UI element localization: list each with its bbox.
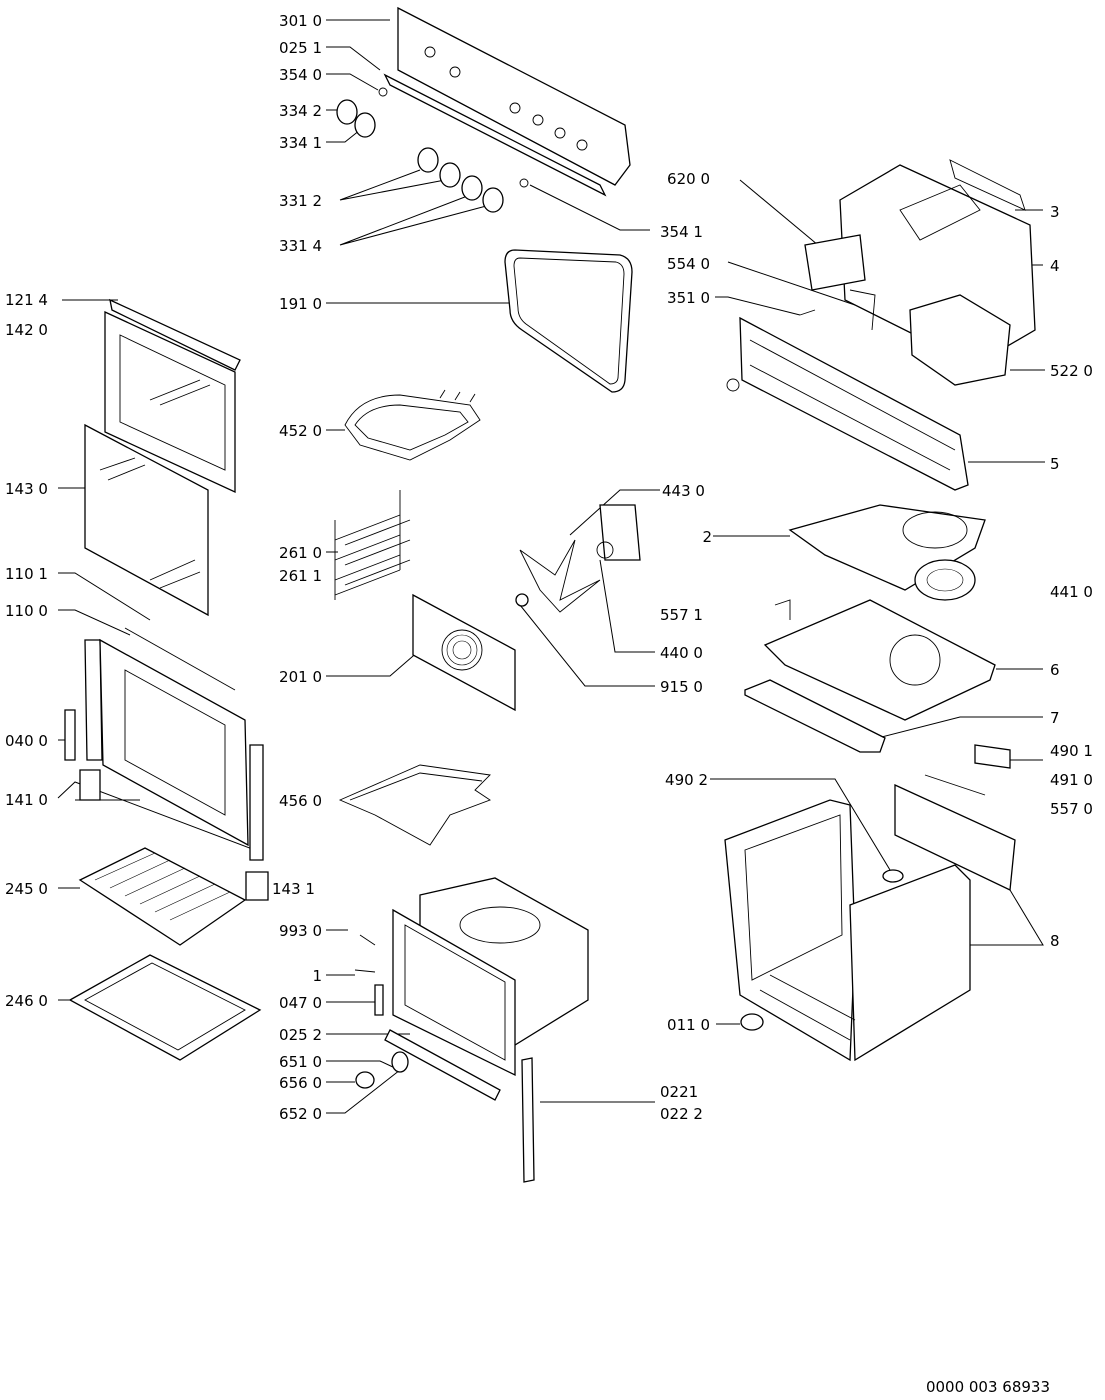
label-4520: 452 0 (279, 422, 322, 440)
label-1214: 121 4 (5, 291, 48, 309)
label-3: 3 (1050, 203, 1060, 221)
label-4902: 490 2 (665, 771, 708, 789)
label-2611: 261 1 (279, 567, 322, 585)
door-seal (504, 249, 633, 393)
outer-casing (724, 744, 1016, 1062)
inner-door (64, 627, 269, 901)
label-4410: 441 0 (1050, 583, 1093, 601)
label-1431: 143 1 (272, 880, 315, 898)
label-1910: 191 0 (279, 295, 322, 313)
label-1410: 141 0 (5, 791, 48, 809)
outer-door (84, 298, 241, 617)
label-1101: 110 1 (5, 565, 48, 583)
label-3341: 334 1 (279, 134, 322, 152)
label-0221: 0221 (660, 1083, 698, 1101)
side-rail (521, 1057, 535, 1183)
label-3312: 331 2 (279, 192, 322, 210)
label-9930: 993 0 (279, 922, 322, 940)
label-7: 7 (1050, 709, 1060, 727)
label-3540: 354 0 (279, 66, 322, 84)
label-4901: 490 1 (1050, 742, 1093, 760)
label-2610: 261 0 (279, 544, 322, 562)
label-9150: 915 0 (660, 678, 703, 696)
label-3342: 334 2 (279, 102, 322, 120)
label-6560: 656 0 (279, 1074, 322, 1092)
label-5: 5 (1050, 455, 1060, 473)
label-5570: 557 0 (1050, 800, 1093, 818)
front-frame (726, 309, 969, 491)
label-2: 2 (702, 528, 712, 546)
label-0110: 011 0 (667, 1016, 710, 1034)
label-6520: 652 0 (279, 1105, 322, 1123)
label-0400: 040 0 (5, 732, 48, 750)
label-6200: 620 0 (667, 170, 710, 188)
label-1430: 143 0 (5, 480, 48, 498)
label-2450: 245 0 (5, 880, 48, 898)
label-6: 6 (1050, 661, 1060, 679)
label-3541: 354 1 (660, 223, 703, 241)
label-6510: 651 0 (279, 1053, 322, 1071)
label-3510: 351 0 (667, 289, 710, 307)
label-4: 4 (1050, 257, 1060, 275)
label-5571: 557 1 (660, 606, 703, 624)
grill-element (344, 389, 481, 461)
label-3314: 331 4 (279, 237, 322, 255)
label-1: 1 (312, 967, 322, 985)
label-3010: 301 0 (279, 12, 322, 30)
lower-heating-element (338, 764, 491, 846)
document-number: 0000 003 68933 (926, 1378, 1050, 1396)
leader-lines (57, 19, 1045, 1114)
fan-motor (515, 504, 641, 613)
label-0252: 025 2 (279, 1026, 322, 1044)
knobs (336, 87, 529, 213)
label-1100: 110 0 (5, 602, 48, 620)
label-5220: 522 0 (1050, 362, 1093, 380)
label-4560: 456 0 (279, 792, 322, 810)
fan-housing (744, 599, 996, 753)
oven-cavity (354, 877, 589, 1101)
label-4910: 491 0 (1050, 771, 1093, 789)
label-2010: 201 0 (279, 668, 322, 686)
electronics-cover (804, 159, 1036, 386)
label-0251: 025 1 (279, 39, 322, 57)
label-0470: 047 0 (279, 994, 322, 1012)
air-deflector (788, 504, 986, 601)
label-1420: 142 0 (5, 321, 48, 339)
label-8: 8 (1050, 932, 1060, 950)
shelf-supports (334, 490, 411, 600)
control-panel (383, 6, 631, 197)
part-labels: 301 0 025 1 354 0 334 2 334 1 331 2 331 … (5, 12, 1093, 1123)
baking-tray (68, 954, 262, 1061)
label-4430: 443 0 (662, 482, 705, 500)
oven-rack (78, 847, 247, 946)
label-0222: 022 2 (660, 1105, 703, 1123)
label-4400: 440 0 (660, 644, 703, 662)
label-5540: 554 0 (667, 255, 710, 273)
label-2460: 246 0 (5, 992, 48, 1010)
back-panel-fan-cover (412, 593, 516, 712)
